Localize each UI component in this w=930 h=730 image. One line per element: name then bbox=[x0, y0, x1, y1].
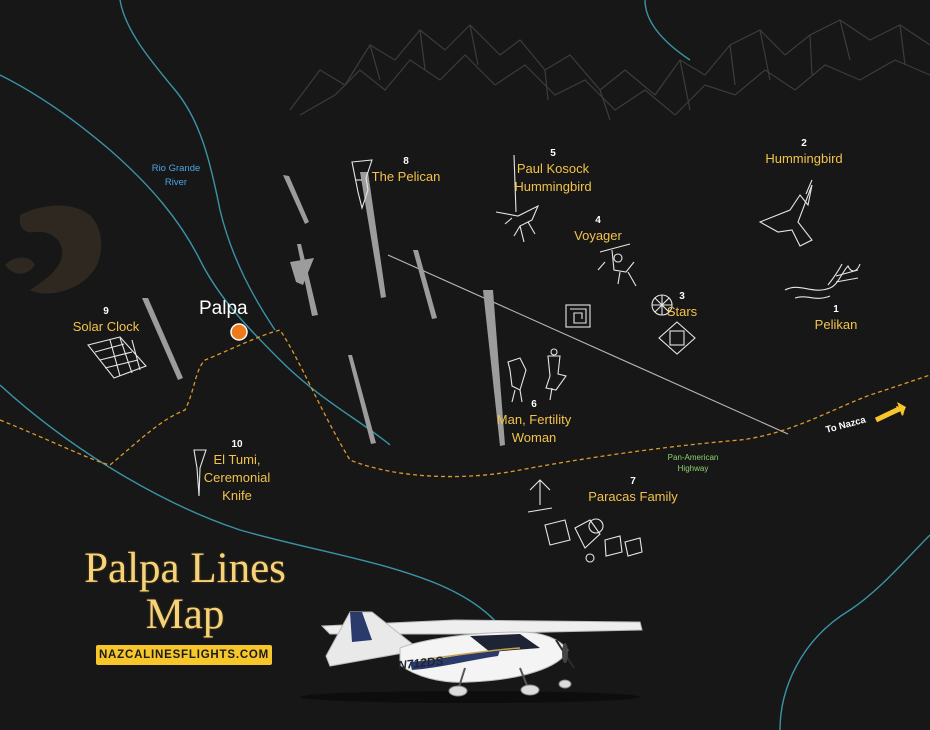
figure-number: 3 bbox=[679, 291, 685, 302]
figure-name: Voyager bbox=[574, 228, 622, 243]
figure-name-line3: Knife bbox=[222, 488, 252, 503]
map-title-line1: Palpa Lines bbox=[84, 545, 286, 592]
paracas-family-glyph-icon bbox=[527, 479, 643, 563]
mountain-range bbox=[289, 19, 930, 121]
figure-name: Solar Clock bbox=[72, 319, 140, 334]
town-label: Palpa bbox=[199, 298, 248, 319]
tumi-knife-glyph-icon bbox=[193, 449, 207, 497]
figure-label-stars: 3 Stars bbox=[650, 291, 714, 321]
figure-name: El Tumi, bbox=[213, 452, 261, 467]
figure-number: 5 bbox=[550, 148, 556, 159]
river-label: Rio Grande River bbox=[140, 162, 212, 190]
figure-number: 8 bbox=[403, 156, 409, 167]
river-label-line1: Rio Grande bbox=[151, 163, 201, 174]
figure-label-pelikan: 1 Pelikan bbox=[788, 304, 884, 334]
figure-number: 4 bbox=[595, 215, 601, 226]
hummingbird-glyph-icon bbox=[758, 179, 813, 247]
pelican-glyph-icon bbox=[351, 159, 373, 210]
figure-number: 2 bbox=[801, 138, 807, 149]
stars-glyph-icon bbox=[651, 294, 696, 355]
figure-number: 6 bbox=[531, 399, 537, 410]
figure-name: Paul Kosock bbox=[516, 161, 590, 176]
figure-name-line2: Woman bbox=[511, 430, 557, 445]
airplane-illustration bbox=[300, 611, 643, 703]
decorative-emblem-icon bbox=[5, 205, 102, 294]
highway-label: Pan-American Highway bbox=[655, 452, 731, 474]
website-link[interactable]: NAZCALINESFLIGHTS.COM bbox=[96, 645, 272, 665]
figure-number: 9 bbox=[103, 306, 109, 317]
figure-name-line2: Hummingbird bbox=[514, 179, 592, 194]
trapezoid-lines bbox=[142, 172, 505, 446]
figure-name: Pelikan bbox=[814, 317, 858, 332]
figure-label-solar-clock: 9 Solar Clock bbox=[64, 306, 148, 336]
palpa-town-marker bbox=[230, 323, 248, 341]
figure-label-tumi-knife: 10 El Tumi, Ceremonial Knife bbox=[196, 439, 278, 505]
long-straight-line bbox=[387, 254, 789, 435]
maze-glyph-icon bbox=[565, 304, 591, 328]
figure-label-fertility: 6 Man, Fertility Woman bbox=[482, 399, 586, 447]
figure-name: The Pelican bbox=[371, 169, 441, 184]
figure-number: 10 bbox=[231, 439, 243, 450]
figure-name-line2: Ceremonial bbox=[203, 470, 271, 485]
figure-name: Stars bbox=[666, 304, 698, 319]
to-nazca-arrow-icon bbox=[874, 402, 906, 423]
map-title-line2: Map bbox=[145, 591, 225, 638]
figure-label-voyager: 4 Voyager bbox=[560, 215, 636, 245]
figure-label-kosock-hummingbird: 5 Paul Kosock Hummingbird bbox=[498, 148, 608, 196]
figure-label-paracas-family: 7 Paracas Family bbox=[578, 476, 688, 506]
pan-american-highway bbox=[0, 329, 930, 478]
highway-label-line1: Pan-American bbox=[667, 453, 719, 462]
river-label-line2: River bbox=[164, 177, 188, 188]
figure-name: Hummingbird bbox=[765, 151, 843, 166]
figure-number: 1 bbox=[833, 304, 839, 315]
figure-name: Man, Fertility bbox=[496, 412, 572, 427]
fertility-figures-glyph-icon bbox=[507, 348, 567, 403]
solar-clock-glyph-icon bbox=[87, 336, 147, 379]
figure-label-the-pelican: 8 The Pelican bbox=[364, 156, 448, 186]
figure-name: Paracas Family bbox=[588, 489, 678, 504]
figure-number: 7 bbox=[630, 476, 636, 487]
figure-label-hummingbird: 2 Hummingbird bbox=[748, 138, 860, 168]
voyager-glyph-icon bbox=[597, 243, 637, 287]
highway-label-line2: Highway bbox=[677, 464, 709, 473]
kosock-hummingbird-glyph-icon bbox=[495, 154, 540, 243]
pelikan-glyph-icon bbox=[784, 263, 861, 299]
